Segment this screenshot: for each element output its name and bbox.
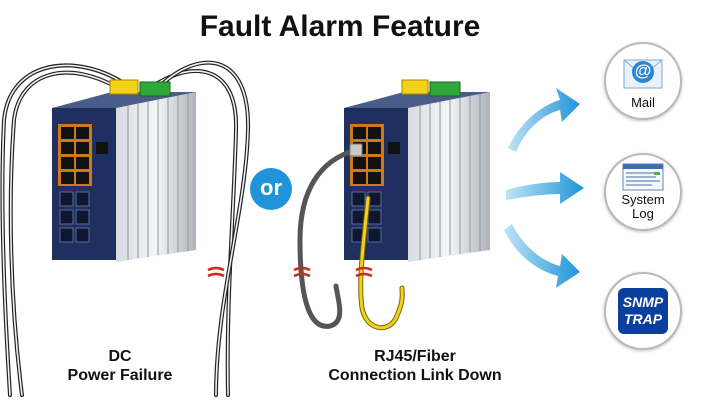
label-line: Log [632,206,654,221]
caption-line: Connection Link Down [328,367,502,384]
mail-notification: @ Mail [604,42,682,120]
system-log-label: System Log [606,193,680,221]
caption-line: RJ45/Fiber [374,348,456,365]
middle-industrial-switch [344,79,490,262]
at-sign-icon: @ [634,61,652,80]
arrow-to-system-log [506,172,584,204]
left-industrial-switch [52,79,196,262]
log-window-icon [622,163,664,191]
snmp-trap-badge: SNMP TRAP [618,288,668,334]
arrow-to-mail [508,88,580,152]
caption-line: Power Failure [67,367,173,384]
left-power-cables [0,60,251,397]
label-line: System [621,192,665,207]
mail-label: Mail [631,95,655,110]
snmp-trap-notification: SNMP TRAP [604,272,682,350]
trap-text: TRAP [623,311,663,327]
diagram-title: Fault Alarm Feature [199,10,481,43]
left-cable-break-mark [207,266,225,278]
middle-cable-break-marks [293,266,373,278]
caption-line: DC [108,348,132,365]
envelope-icon [623,59,663,89]
rj45-cable [297,143,363,329]
caption-dc-power-failure: DC Power Failure [20,347,220,385]
snmp-text: SNMP [622,294,664,310]
arrow-to-snmp [504,224,580,288]
caption-link-down: RJ45/Fiber Connection Link Down [290,347,540,385]
or-badge: or [250,168,292,210]
system-log-notification: System Log [604,153,682,231]
fiber-cable [358,195,405,331]
